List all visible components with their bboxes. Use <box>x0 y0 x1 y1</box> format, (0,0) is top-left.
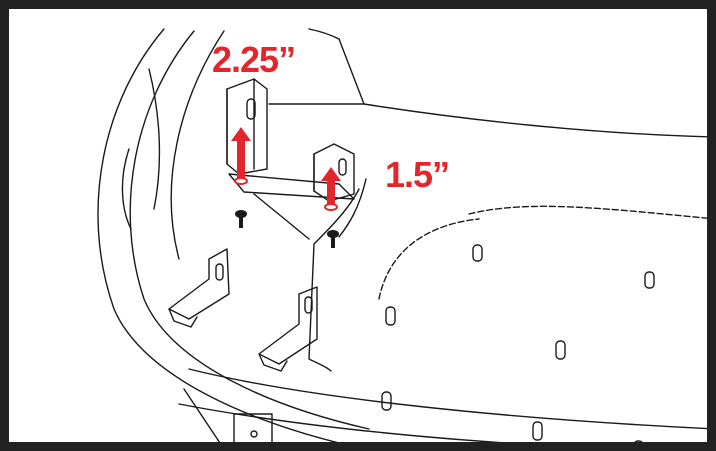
bumper-inner-line <box>129 30 370 430</box>
bumper-outline <box>97 28 339 442</box>
mounting-studs <box>381 244 655 442</box>
measurement-label-lower: 1.5” <box>385 154 450 195</box>
bracket-upper-left <box>226 78 268 175</box>
bracket-lower-right <box>258 286 318 372</box>
bracket-lower-left <box>168 248 230 328</box>
panel-lower-line <box>178 403 503 442</box>
assembly-illustration <box>97 28 707 442</box>
mount-recess-arc <box>378 218 480 300</box>
arrow-up-icon <box>231 127 341 205</box>
plate-mount <box>233 413 273 442</box>
mounting-strap <box>228 173 355 200</box>
grille-lower <box>183 388 221 442</box>
panel-seam <box>338 178 367 238</box>
panel-edge <box>308 188 360 372</box>
bumper-lip <box>170 30 225 260</box>
measurement-label-upper: 2.25” <box>212 39 296 80</box>
bracket-upper-right <box>313 143 355 202</box>
fascia-edge <box>121 148 132 230</box>
screw-icon <box>235 210 339 248</box>
hood-outline <box>363 103 707 138</box>
